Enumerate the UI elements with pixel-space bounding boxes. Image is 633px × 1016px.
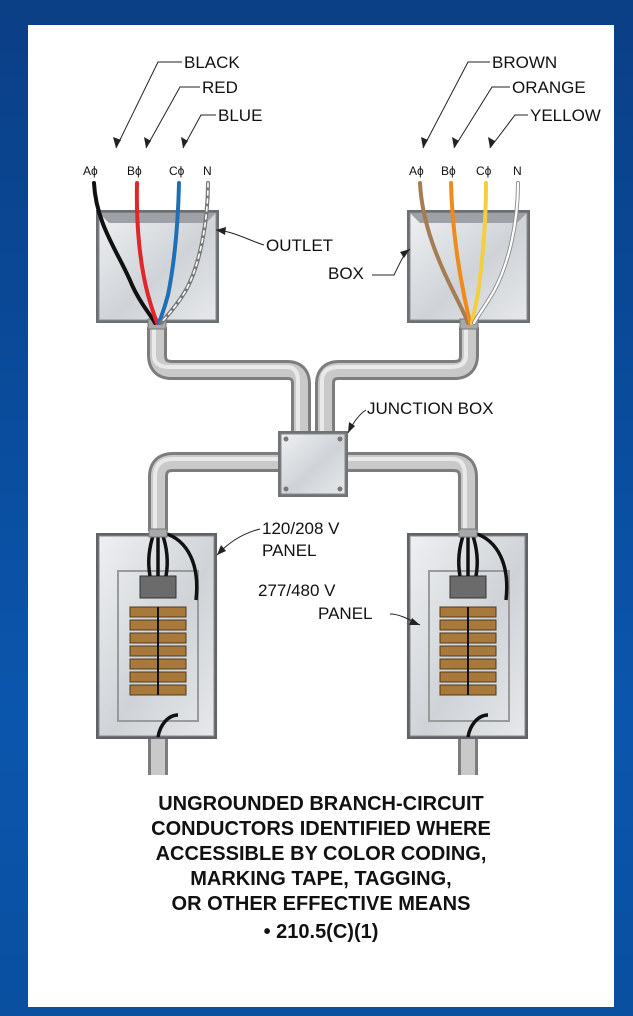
phase-label-n-right: N <box>513 164 522 178</box>
brown-wire <box>418 181 470 325</box>
junction-box <box>278 431 348 497</box>
yellow-wire <box>470 181 488 325</box>
left-conductors <box>92 181 210 325</box>
phase-label-a-right: Aϕ <box>409 164 424 178</box>
panel-277-480 <box>407 528 528 739</box>
phase-label-b-right: Bϕ <box>441 164 456 178</box>
wire-label-red: RED <box>202 78 238 97</box>
right-conductors <box>418 181 520 325</box>
code-reference: • 210.5(C)(1) <box>263 921 379 943</box>
leader-arrows <box>113 137 495 625</box>
phase-label-a-left: Aϕ <box>83 164 98 178</box>
wire-label-orange: ORANGE <box>512 78 586 97</box>
panel-120-label-line2: PANEL <box>262 541 317 560</box>
phase-label-b-left: Bϕ <box>127 164 142 178</box>
red-wire <box>134 181 159 325</box>
outlet-box-label-line1: OUTLET <box>266 236 333 255</box>
wire-label-yellow: YELLOW <box>530 106 601 125</box>
panel-120-label-line1: 120/208 V <box>262 519 340 538</box>
caption-line: OR OTHER EFFECTIVE MEANS <box>171 893 471 915</box>
panel-120-208 <box>96 528 217 739</box>
panel-277-label-line1: 277/480 V <box>258 581 336 600</box>
caption-line: CONDUCTORS IDENTIFIED WHERE <box>151 818 491 840</box>
outlet-box-label-line2: BOX <box>328 264 364 283</box>
conduit-runs <box>147 327 479 775</box>
caption: UNGROUNDED BRANCH-CIRCUIT CONDUCTORS IDE… <box>28 792 614 945</box>
blue-wire <box>157 181 181 325</box>
wire-label-blue: BLUE <box>218 106 262 125</box>
caption-line: MARKING TAPE, TAGGING, <box>190 868 452 890</box>
diagram-card: BLACK RED BLUE BROWN ORANGE YELLOW Aϕ Bϕ… <box>28 25 614 1007</box>
wire-label-black: BLACK <box>184 53 240 72</box>
wire-label-brown: BROWN <box>492 53 557 72</box>
caption-line: UNGROUNDED BRANCH-CIRCUIT <box>158 793 484 815</box>
phase-label-c-left: Cϕ <box>169 164 185 178</box>
orange-wire <box>449 181 472 325</box>
outlet-box-left <box>96 210 219 330</box>
junction-box-label: JUNCTION BOX <box>367 399 494 418</box>
wiring-diagram: BLACK RED BLUE BROWN ORANGE YELLOW Aϕ Bϕ… <box>83 53 601 775</box>
phase-label-c-right: Cϕ <box>476 164 492 178</box>
panel-277-label-line2: PANEL <box>318 604 373 623</box>
phase-label-n-left: N <box>203 164 212 178</box>
caption-line: ACCESSIBLE BY COLOR CODING, <box>155 843 487 865</box>
black-wire <box>92 181 157 325</box>
